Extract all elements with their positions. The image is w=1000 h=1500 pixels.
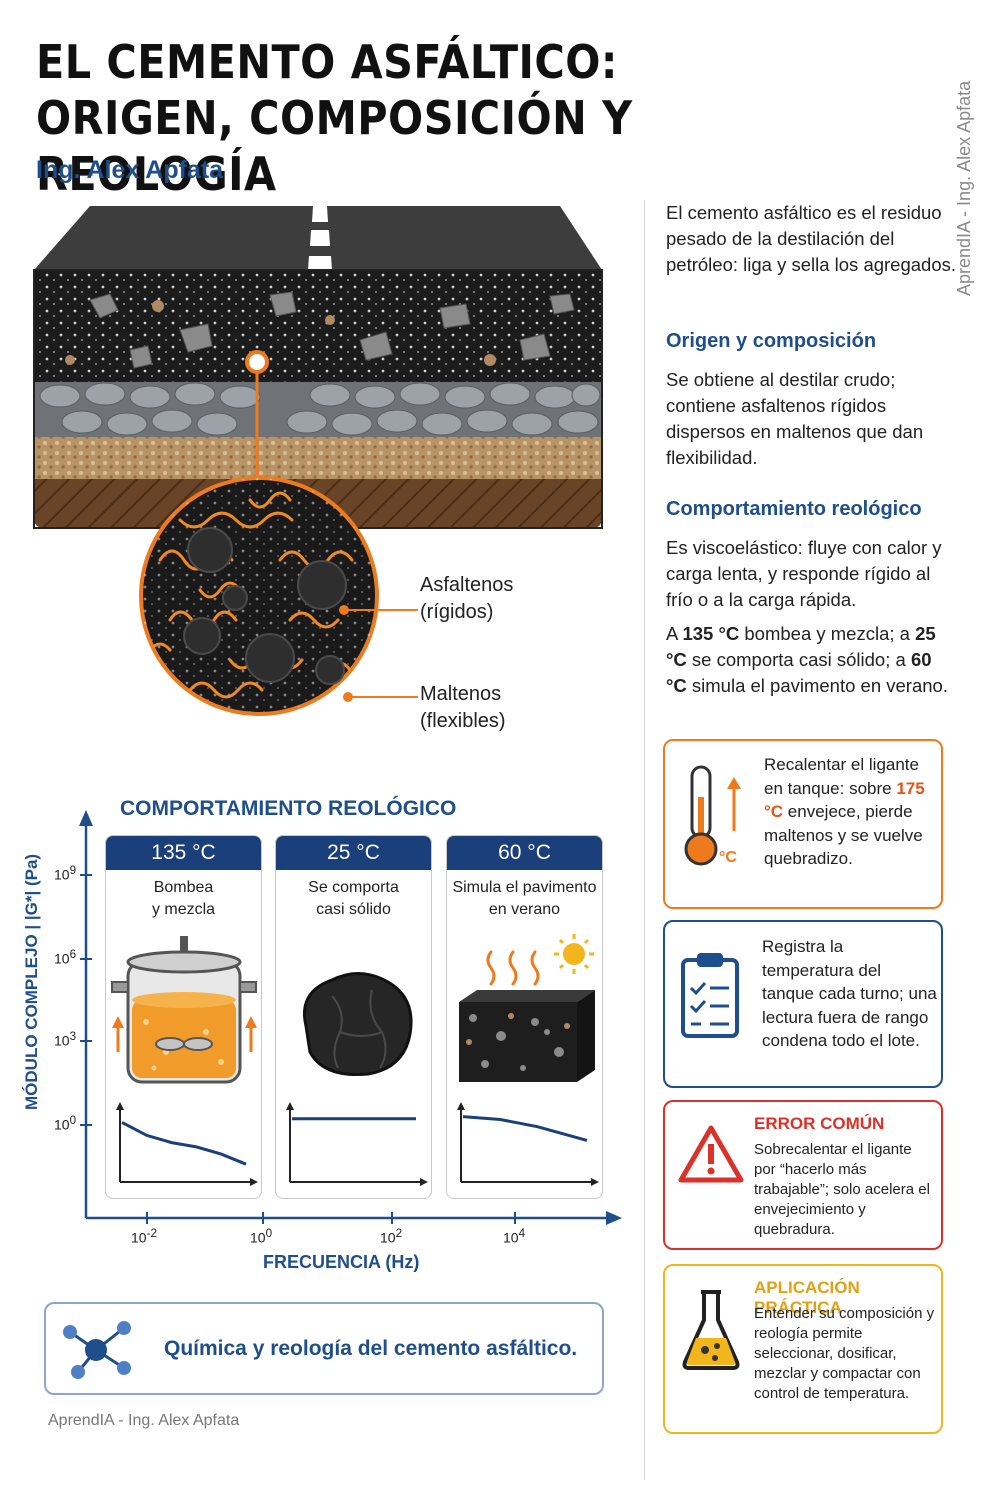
origin-heading: Origen y composición <box>666 330 877 352</box>
y-tick-1e9: 109 <box>54 864 76 883</box>
panel-135c-desc: Bombea y mezcla <box>151 879 216 918</box>
callout-marker <box>245 350 269 374</box>
practical-application-card: APLICACIÓN PRÁCTICA Entender su composic… <box>663 1264 943 1434</box>
error-text: Sobrecalentar el ligante por “hacerlo má… <box>754 1141 930 1238</box>
asfaltenos-title: Asfaltenos <box>420 574 514 596</box>
heat-warning-text: Recalentar el ligante en tanque: sobre 1… <box>764 753 934 871</box>
y-tick-base: 10 <box>54 1032 70 1049</box>
y-tick-1e6: 106 <box>54 948 76 967</box>
warning-icon <box>678 1125 744 1183</box>
heat-text-post: envejece, pierde maltenos y se vuelve qu… <box>764 802 923 868</box>
panel-25c-temp: 25 °C <box>276 836 431 870</box>
curve-60c <box>462 1115 588 1142</box>
x-tick-base: 10 <box>380 1229 396 1246</box>
summary-banner <box>44 1302 604 1395</box>
panel-135c-temp: 135 °C <box>106 836 261 870</box>
maltenos-subtitle: (flexibles) <box>420 710 506 732</box>
x-tick-base: 10 <box>503 1229 519 1246</box>
panel-60c-temp: 60 °C <box>447 836 602 870</box>
panel-25c: 25 °C Se comporta casi sólido <box>275 835 432 1199</box>
y-tick-base: 10 <box>54 1116 70 1133</box>
heat-temp-175: 175 °C <box>764 778 925 822</box>
title-line-1: EL CEMENTO ASFÁLTICO: <box>36 35 618 89</box>
x-tick-1e4: 104 <box>503 1227 525 1246</box>
temperature-summary: A 135 °C bombea y mezcla; a 25 °C se com… <box>666 621 956 699</box>
subbase-layer <box>34 437 602 479</box>
x-tick-exp: 2 <box>395 1227 403 1240</box>
title-line-2: ORIGEN, COMPOSICIÓN Y REOLOGÍA <box>36 91 633 201</box>
intro-text: El cemento asfáltico es el residuo pesad… <box>666 202 957 275</box>
heat-warning-card: °C Recalentar el ligante en tanque: sobr… <box>663 739 943 909</box>
application-text: Entender su composición y reología permi… <box>754 1305 935 1402</box>
page-title: EL CEMENTO ASFÁLTICO: ORIGEN, COMPOSICIÓ… <box>36 34 846 202</box>
error-heading: ERROR COMÚN <box>754 1114 885 1133</box>
rheology-text: Es viscoelástico: fluye con calor y carg… <box>666 537 942 610</box>
maltenos-title: Maltenos <box>420 683 502 705</box>
temp-25: 25 °C <box>666 623 936 670</box>
column-divider <box>644 200 645 1480</box>
panel-135c-minichart <box>116 1102 258 1186</box>
celsius-icon-label: °C <box>719 849 737 866</box>
y-tick-base: 10 <box>54 950 70 967</box>
temperature-log-card: Registra la temperatura del tanque cada … <box>663 920 943 1088</box>
temp-60: 60 °C <box>666 649 932 696</box>
pavement-illustration <box>33 206 603 716</box>
chart-x-axis-label: FRECUENCIA (Hz) <box>263 1252 420 1272</box>
footer-credit: AprendIA - Ing. Alex Apfata <box>48 1412 240 1429</box>
y-tick-exp: 0 <box>69 1114 77 1127</box>
temps-text-2: bombea y mezcla; a <box>739 623 916 644</box>
clipboard-icon <box>681 953 739 1038</box>
asfaltenos-label: Asfaltenos (rígidos) <box>420 572 513 626</box>
panel-25c-minichart <box>286 1102 428 1186</box>
summer-pavement-icon <box>459 934 595 1082</box>
x-tick-base: 10 <box>131 1229 147 1246</box>
x-tick-1e2: 102 <box>380 1227 402 1246</box>
x-tick-1e-2: 10-2 <box>131 1227 157 1246</box>
maltenos-label: Maltenos (flexibles) <box>420 681 506 735</box>
panel-25c-desc: Se comporta casi sólido <box>308 879 399 918</box>
molecule-icon <box>63 1321 131 1379</box>
chart-title: COMPORTAMIENTO REOLÓGICO <box>120 797 457 820</box>
x-tick-base: 10 <box>250 1229 266 1246</box>
origin-text: Se obtiene al destilar crudo; contiene a… <box>666 369 924 468</box>
x-tick-1e0: 100 <box>250 1227 272 1246</box>
rheology-heading: Comportamiento reológico <box>666 498 922 520</box>
x-tick-exp: 4 <box>518 1227 526 1240</box>
y-tick-exp: 9 <box>69 864 77 877</box>
temps-text-1: A <box>666 623 683 644</box>
y-tick-1e3: 103 <box>54 1030 76 1049</box>
temps-text-3: se comporta casi sólido; a <box>686 649 911 670</box>
y-tick-base: 10 <box>54 866 70 883</box>
x-tick-exp: -2 <box>146 1227 157 1240</box>
application-heading: APLICACIÓN PRÁCTICA <box>754 1278 860 1317</box>
thermometer-icon <box>684 765 741 866</box>
temp-135: 135 °C <box>682 623 740 644</box>
panel-135c: 135 °C Bombea y mezcla <box>105 835 262 1199</box>
heat-text-pre: Recalentar el ligante en tanque: sobre <box>764 755 919 798</box>
panel-60c: 60 °C Simula el pavimento en verano <box>446 835 603 1199</box>
mixing-tank-icon <box>111 936 257 1084</box>
panel-60c-desc: Simula el pavimento en verano <box>452 879 597 918</box>
y-tick-exp: 6 <box>69 948 77 961</box>
x-tick-exp: 0 <box>265 1227 273 1240</box>
side-watermark: AprendIA - Ing. Alex Apfata <box>954 80 974 296</box>
flask-icon <box>682 1290 740 1370</box>
temperature-log-text: Registra la temperatura del tanque cada … <box>762 937 937 1050</box>
solid-lump-icon <box>303 972 413 1077</box>
y-tick-exp: 3 <box>69 1030 77 1043</box>
curve-135c <box>121 1121 247 1166</box>
temps-text-4: simula el pavimento en verano. <box>686 675 948 696</box>
panel-60c-minichart <box>457 1102 599 1186</box>
chart-axes <box>79 810 622 1225</box>
y-tick-1e0: 100 <box>54 1114 76 1133</box>
summary-banner-text: Química y reología del cemento asfáltico… <box>164 1337 578 1360</box>
common-error-card: ERROR COMÚN Sobrecalentar el ligante por… <box>663 1100 943 1250</box>
asfaltenos-subtitle: (rígidos) <box>420 601 494 623</box>
author-name: Ing. Alex Apfata <box>36 156 224 184</box>
